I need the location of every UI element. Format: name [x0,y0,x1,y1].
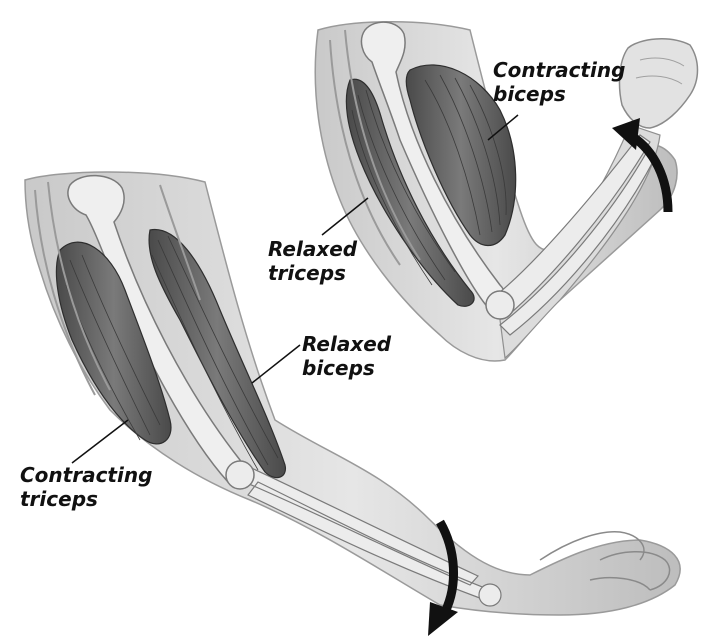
label-contracting-triceps-line1: Contracting [20,463,152,487]
leader-relaxed-biceps [252,345,300,383]
label-relaxed-triceps: Relaxed triceps [268,237,357,285]
flexed-fist [620,39,698,128]
label-contracting-triceps: Contracting triceps [20,463,152,511]
leader-contracting-triceps [72,420,128,463]
label-relaxed-biceps-line2: biceps [302,356,391,380]
label-contracting-biceps-line2: biceps [493,82,625,106]
label-relaxed-biceps: Relaxed biceps [302,332,391,380]
label-relaxed-biceps-line1: Relaxed [302,332,391,356]
label-relaxed-triceps-line2: triceps [268,261,357,285]
label-contracting-biceps-line1: Contracting [493,58,625,82]
label-relaxed-triceps-line1: Relaxed [268,237,357,261]
label-contracting-biceps: Contracting biceps [493,58,625,106]
label-contracting-triceps-line2: triceps [20,487,152,511]
